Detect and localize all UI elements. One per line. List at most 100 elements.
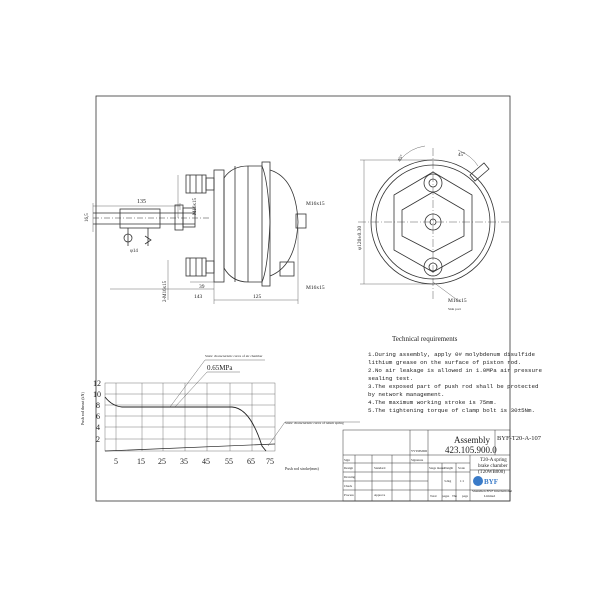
top-stud-washer xyxy=(423,173,443,193)
tech-line-8: 5.The tightening torque of clamp bolt is… xyxy=(368,407,535,414)
row-sign: Sign xyxy=(344,458,350,462)
dim-125: 125 xyxy=(253,294,262,300)
dim-135: 135 xyxy=(137,199,146,205)
dim-m16-left: 2-M16x15 xyxy=(163,280,168,302)
spring-curve-note: Static characteristic curve of return sp… xyxy=(285,421,344,425)
chamber-body xyxy=(223,165,271,283)
row-stage: Stage marks xyxy=(429,466,445,470)
mounting-plate-outline xyxy=(393,171,473,273)
desc-line-1: T20-A spring xyxy=(480,458,507,463)
angled-port xyxy=(469,162,490,182)
dim-m16-bottom: M16x15 xyxy=(448,298,467,304)
xtick-15: 15 xyxy=(137,457,145,466)
end-view-dim-text: φ120±0.30 45° 45° M16x15 Side port xyxy=(357,153,467,311)
dim-45-left: 45° xyxy=(397,154,405,163)
xtick-25: 25 xyxy=(158,457,166,466)
desc-line-2: brake chamber xyxy=(478,464,508,469)
company-line-1: Shenzhen BYF International xyxy=(472,489,512,493)
dim-m16-top: M16x15 xyxy=(193,198,198,215)
tech-line-6: by network management. xyxy=(368,391,445,398)
dim-45-arc-right xyxy=(457,149,479,167)
tech-line-4: sealing test. xyxy=(368,375,413,382)
rear-dome xyxy=(269,169,299,277)
ytick-12: 12 xyxy=(93,379,101,388)
row-process: Process xyxy=(344,493,354,497)
ytick-4: 4 xyxy=(96,423,100,432)
row-standard: Standard xyxy=(374,466,386,470)
dim-phi14: φ14 xyxy=(130,249,138,254)
clamp-ring xyxy=(261,161,271,287)
tech-line-7: 4.The maximum working stroke is 75mm. xyxy=(368,399,497,406)
bottom-fitting-hex xyxy=(205,260,215,274)
ytick-2: 2 xyxy=(96,435,100,444)
ytick-10: 10 xyxy=(93,390,101,399)
return-spring-curve xyxy=(104,443,276,452)
row-the: The xyxy=(452,494,458,498)
part-number: 423.105.900.0 xyxy=(445,445,497,455)
row-ymd: YYYMMDD xyxy=(411,449,428,453)
company-logo: BYF xyxy=(473,476,498,486)
rod-nut-2 xyxy=(182,207,196,228)
push-rod-center xyxy=(429,218,437,226)
top-fitting-hex xyxy=(205,177,215,191)
end-view xyxy=(358,148,510,300)
dim-m16-r1: M16x15 xyxy=(306,201,325,207)
rod-nut xyxy=(174,204,184,231)
air-chamber-curve xyxy=(104,396,267,452)
title-block: Assembly 423.105.900.0 BYF-T20-A-107 T20… xyxy=(342,429,542,502)
side-view xyxy=(93,161,307,287)
xtick-5: 5 xyxy=(114,457,118,466)
tech-heading: Technical requirements xyxy=(392,335,458,343)
desc-line-3: (T20WB000) xyxy=(478,470,505,475)
pressure-label: 0.65MPa xyxy=(207,364,233,372)
ytick-6: 6 xyxy=(96,412,100,421)
side-port-label: Side port xyxy=(448,307,461,311)
row-drawing: Drawing xyxy=(344,475,356,479)
bottom-stud-washer xyxy=(423,257,443,277)
row-signature: Signature xyxy=(411,458,424,462)
row-check: Check xyxy=(344,484,353,488)
inner-ring xyxy=(375,164,491,280)
air-curve-note: Static characteristic curve of air chamb… xyxy=(205,354,263,358)
row-total: Total xyxy=(430,494,437,498)
row-page: page xyxy=(462,494,469,498)
row-design: Design xyxy=(344,466,353,470)
row-scale-val: 1:1 xyxy=(460,479,464,483)
graph-ylabel: Push rod thrust (kN) xyxy=(80,392,85,425)
characteristic-graph: 12 10 8 6 4 2 5 15 25 35 45 55 65 75 Pus… xyxy=(80,354,360,471)
bottom-stud xyxy=(428,262,438,272)
rear-cap xyxy=(295,213,307,229)
graph-xlabel: Push rod stroke(mm) xyxy=(285,466,319,471)
graph-grid xyxy=(104,382,276,452)
logo-text: BYF xyxy=(484,478,498,486)
graph-frame xyxy=(104,382,276,452)
technical-requirements: Technical requirements 1.During assembly… xyxy=(368,335,542,414)
tech-line-3: 2.No air leakage is allowed in 1.0MPa ai… xyxy=(368,367,542,374)
dim-143: 143 xyxy=(194,294,203,300)
cotter-pin xyxy=(144,235,152,245)
tech-line-1: 1.During assembly, apply 0# molybdenum d… xyxy=(368,351,535,358)
ytick-8: 8 xyxy=(96,401,100,410)
dim-39: 39 xyxy=(199,284,205,290)
row-scale: Scale xyxy=(458,466,465,470)
xtick-55: 55 xyxy=(225,457,233,466)
row-weight: Weight xyxy=(444,466,453,470)
air-curve-leader xyxy=(169,359,265,408)
xtick-65: 65 xyxy=(247,457,255,466)
drawing-code: BYF-T20-A-107 xyxy=(497,435,542,442)
xtick-35: 35 xyxy=(180,457,188,466)
xtick-75: 75 xyxy=(266,457,274,466)
end-view-dims xyxy=(360,145,479,303)
xtick-45: 45 xyxy=(202,457,210,466)
push-rod-hole xyxy=(424,213,442,231)
dim-m16-r2: M16x15 xyxy=(306,285,325,291)
logo-mark xyxy=(473,476,483,486)
dim-m16-bottom-leader xyxy=(432,281,461,303)
assembly-label: Assembly xyxy=(454,435,491,445)
sheet-border xyxy=(95,95,511,502)
title-block-frame xyxy=(342,429,511,502)
clevis xyxy=(119,208,161,229)
side-view-dim-text: 135 16,5 M16x15 2-M16x15 φ14 39 143 125 … xyxy=(85,198,325,302)
